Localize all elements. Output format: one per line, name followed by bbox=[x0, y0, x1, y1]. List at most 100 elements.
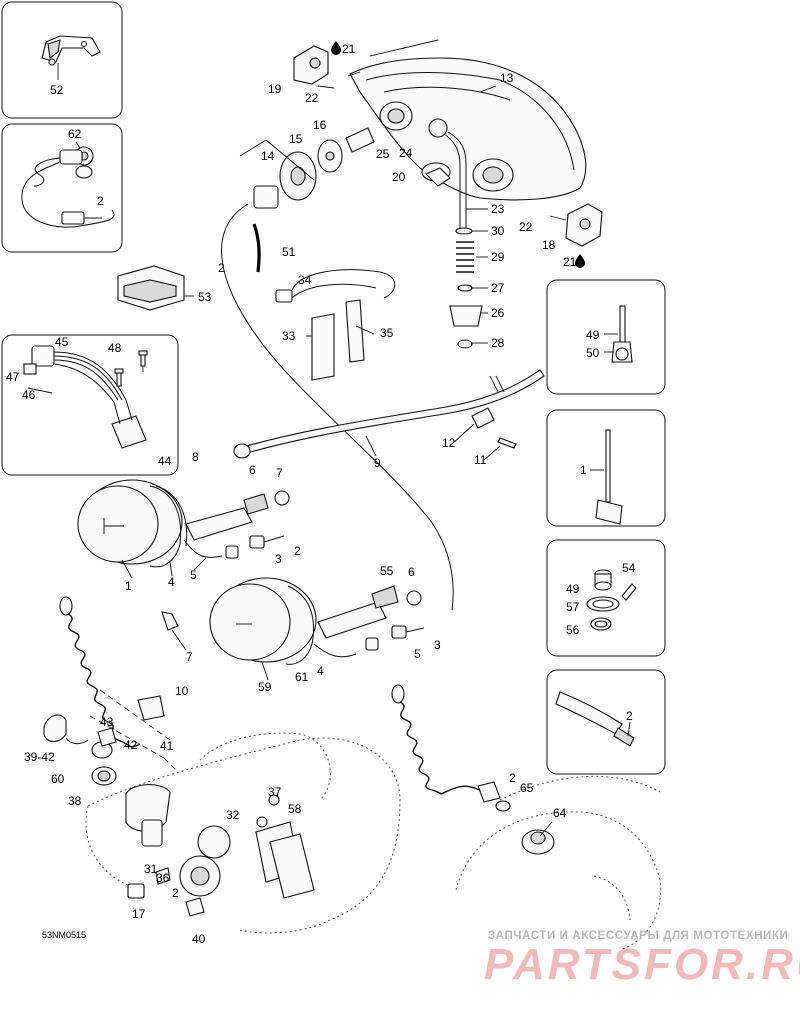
callout-29: 29 bbox=[491, 250, 505, 264]
callout-15: 15 bbox=[289, 132, 303, 146]
callout-21: 21 bbox=[342, 42, 356, 56]
callout-41: 42 bbox=[124, 738, 138, 752]
drop-icon bbox=[575, 254, 585, 268]
light-socket-parts-14-16 bbox=[239, 127, 375, 201]
callout-8: 8 bbox=[192, 450, 199, 464]
callout-2: 2 bbox=[97, 194, 104, 208]
callout-19: 19 bbox=[268, 82, 282, 96]
callout-62: 62 bbox=[68, 127, 82, 141]
callout-59: 7 bbox=[186, 650, 193, 664]
bulb-part-59 bbox=[161, 611, 179, 631]
callout-26: 26 bbox=[491, 306, 505, 320]
callout-14: 14 bbox=[261, 149, 275, 163]
bracket-part-18 bbox=[549, 203, 603, 247]
callout-49: 49 bbox=[586, 328, 600, 342]
callout-33: 33 bbox=[282, 329, 296, 343]
callout-11: 11 bbox=[474, 453, 487, 467]
callout-leaders bbox=[121, 85, 553, 837]
valve-part-49 bbox=[590, 429, 623, 525]
callout-18: 18 bbox=[542, 238, 556, 252]
callout-35: 35 bbox=[380, 326, 394, 340]
watermark-tagline: ЗАПЧАСТИ И АКСЕССУАРЫ ДЛЯ МОТОТЕХНИКИ bbox=[488, 930, 789, 942]
callout-4: 61 bbox=[295, 670, 309, 684]
gauge-part-61 bbox=[209, 577, 425, 665]
callout-50: 50 bbox=[586, 346, 600, 360]
relay-parts-33-35 bbox=[275, 269, 396, 381]
callout-6: 55 bbox=[380, 564, 394, 578]
callout-65: 2 bbox=[509, 771, 516, 785]
callout-46: 46 bbox=[22, 388, 36, 402]
cable-stack-parts-23-28 bbox=[443, 131, 483, 349]
callout-4: 4 bbox=[168, 575, 175, 589]
callout-49: 1 bbox=[580, 463, 587, 477]
console-outline-left bbox=[85, 689, 401, 934]
callout-36: 31 bbox=[144, 862, 158, 876]
callout-16: 16 bbox=[313, 118, 327, 132]
callout-2: 40 bbox=[192, 932, 206, 946]
callout-57: 54 bbox=[622, 561, 636, 575]
callout-2: 3 bbox=[434, 638, 441, 652]
watermark-logo: PARTSFOR.RU bbox=[484, 940, 800, 989]
callout-30: 30 bbox=[491, 224, 505, 238]
drop-icon bbox=[331, 41, 341, 55]
callout-5: 4 bbox=[317, 664, 324, 678]
callout-23: 23 bbox=[491, 202, 505, 216]
callout-2: 36 bbox=[156, 871, 170, 885]
callout-1: 1 bbox=[125, 579, 132, 593]
callout-6: 6 bbox=[249, 463, 256, 477]
valve-part-49-50 bbox=[604, 305, 633, 363]
inset-panel-44 bbox=[1, 334, 179, 476]
bracket-part-19 bbox=[293, 45, 335, 89]
callout-2: 2 bbox=[218, 261, 225, 275]
callout-39-42: 41 bbox=[160, 739, 174, 753]
inset-panel-62 bbox=[1, 123, 123, 253]
callout-7: 6 bbox=[408, 565, 415, 579]
throttle-cable-part-9 bbox=[233, 369, 545, 459]
callout-12: 12 bbox=[442, 436, 456, 450]
callout-44: 44 bbox=[158, 454, 172, 468]
harness-part-44 bbox=[23, 345, 148, 449]
callout-24: 24 bbox=[399, 146, 413, 160]
callout-42: 43 bbox=[100, 715, 114, 729]
callout-27: 27 bbox=[491, 281, 505, 295]
callout-22: 22 bbox=[519, 220, 533, 234]
module-part-53 bbox=[117, 265, 194, 311]
callout-labels: 52 62 2 2 53 45 48 47 46 44 21 19 22 13 … bbox=[6, 42, 636, 946]
callout-21: 21 bbox=[563, 255, 577, 269]
callout-22: 22 bbox=[305, 91, 319, 105]
callout-64: 65 bbox=[520, 781, 534, 795]
callout-9: 9 bbox=[374, 456, 381, 470]
callout-5: 5 bbox=[190, 568, 197, 582]
inset-panel-49-50 bbox=[546, 279, 666, 395]
inset-panel-52 bbox=[1, 1, 123, 119]
callout-43: 10 bbox=[175, 684, 189, 698]
lanyard-coil-part-43 bbox=[59, 596, 165, 748]
callout-37: 38 bbox=[68, 794, 82, 808]
diagram-reference-code: 53NM0515 bbox=[42, 930, 87, 940]
callout-13: 13 bbox=[500, 71, 514, 85]
grommet-part-20 bbox=[425, 167, 451, 187]
callout-3: 3 bbox=[275, 552, 282, 566]
callout-2: 2 bbox=[294, 544, 301, 558]
callout-40: 17 bbox=[132, 907, 146, 921]
callout-45: 45 bbox=[55, 335, 69, 349]
instrument-housing-part-13 bbox=[347, 39, 587, 201]
callout-55: 56 bbox=[566, 623, 580, 637]
hose-part-10 bbox=[555, 691, 635, 747]
callout-51: 51 bbox=[282, 245, 296, 259]
callout-52: 52 bbox=[50, 83, 64, 97]
callout-60: 39-42 bbox=[24, 750, 55, 764]
callout-20: 20 bbox=[392, 170, 406, 184]
callout-38: 60 bbox=[51, 772, 65, 786]
callout-48: 48 bbox=[108, 341, 122, 355]
bracket-part-52 bbox=[41, 35, 101, 80]
callout-10: 2 bbox=[626, 709, 633, 723]
key-switch-part-62 bbox=[21, 141, 115, 228]
callout-47: 47 bbox=[6, 370, 20, 384]
callout-56: 57 bbox=[566, 600, 580, 614]
callout-25: 25 bbox=[376, 147, 390, 161]
callout-61: 59 bbox=[258, 680, 272, 694]
gauge-part-1 bbox=[77, 479, 290, 568]
callout-32: 37 bbox=[268, 785, 282, 799]
